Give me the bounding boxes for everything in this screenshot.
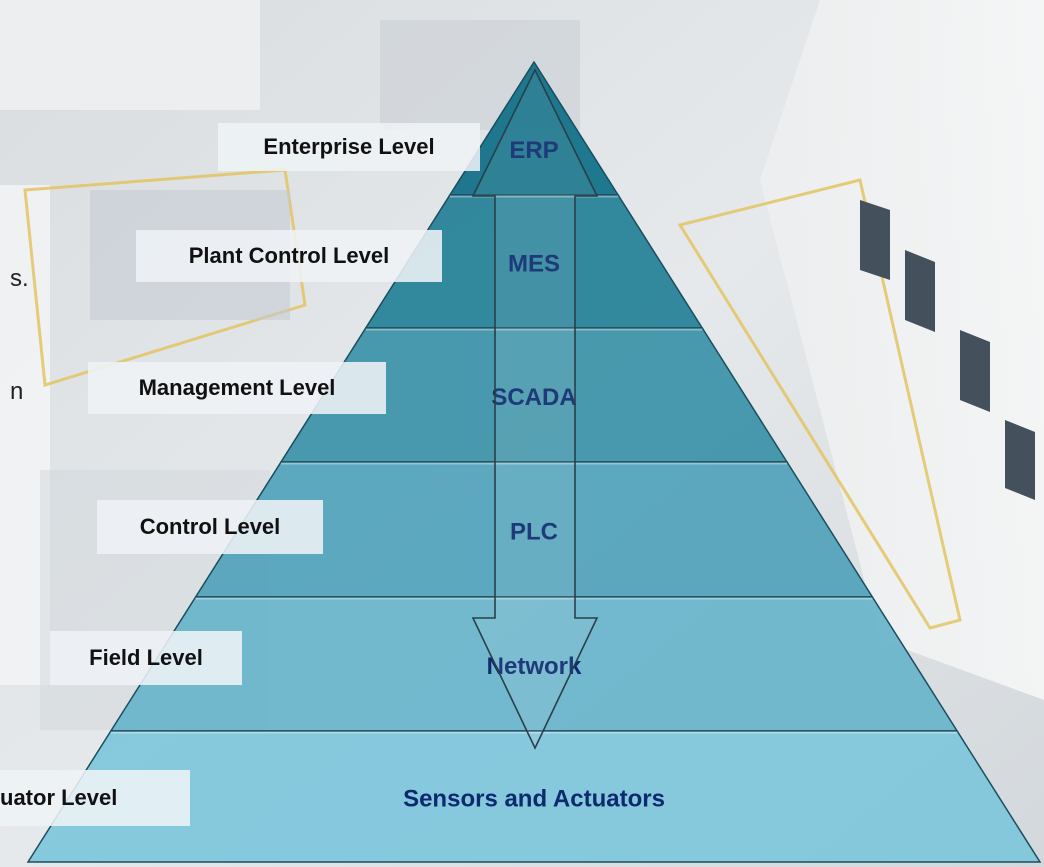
level-label-field: Field Level (50, 631, 242, 685)
system-label-5: Sensors and Actuators (403, 786, 665, 813)
level-label-actuator: uator Level (0, 770, 190, 826)
system-label-1: MES (508, 251, 560, 278)
system-label-4: Network (487, 653, 582, 680)
partial-text-1: s. (10, 265, 29, 292)
system-label-3: PLC (510, 519, 558, 546)
level-label-management: Management Level (88, 362, 386, 414)
system-label-0: ERP (509, 137, 558, 164)
partial-text-2: n (10, 378, 24, 405)
level-label-plant-control: Plant Control Level (136, 230, 442, 282)
level-label-control: Control Level (97, 500, 323, 554)
bidirectional-arrow (471, 68, 599, 750)
arrow-shape (471, 68, 599, 750)
system-label-2: SCADA (491, 384, 576, 411)
level-label-enterprise: Enterprise Level (218, 123, 480, 171)
